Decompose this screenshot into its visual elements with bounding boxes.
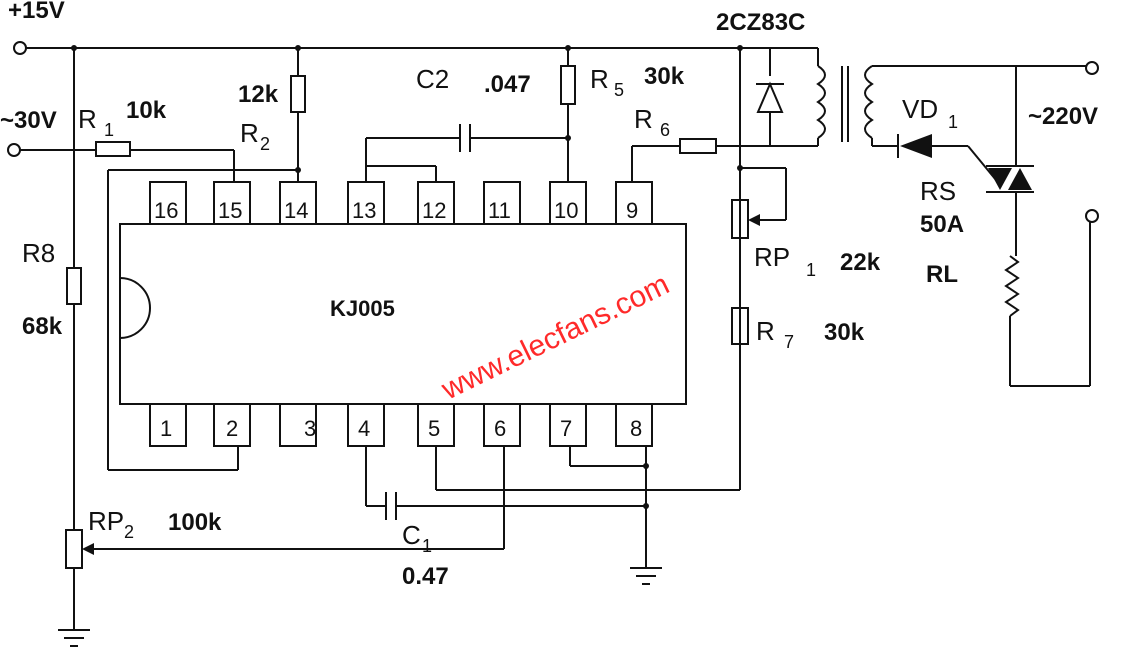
watermark: www.elecfans.com [436,268,675,407]
svg-text:2CZ83C: 2CZ83C [716,9,805,36]
pin-13: 13 [347,181,385,225]
capacitor-c2: C2 .047 [365,64,571,182]
svg-text:RL: RL [926,261,958,288]
svg-text:R: R [240,118,259,148]
svg-text:2: 2 [260,134,270,154]
svg-text:12k: 12k [238,81,279,108]
chip-top-pins: 16 15 14 13 12 11 10 9 [149,181,653,225]
pin-4: 4 [347,403,385,447]
load-rl: RL [926,255,1020,386]
svg-text:C: C [402,520,421,550]
svg-text:RP: RP [754,242,790,272]
svg-text:5: 5 [428,416,440,441]
svg-text:6: 6 [660,120,670,140]
svg-text:4: 4 [358,416,370,441]
svg-text:C2: C2 [416,64,449,94]
svg-text:7: 7 [560,416,572,441]
svg-text:.047: .047 [484,71,531,98]
svg-text:7: 7 [784,332,794,352]
svg-text:1: 1 [104,120,114,140]
pin-1: 1 [149,403,187,447]
svg-text:~220V: ~220V [1028,103,1098,130]
pin-bus-bottom [435,238,741,568]
pin-6: 6 [483,403,521,447]
svg-text:10: 10 [554,198,578,223]
ground-right [630,567,662,585]
svg-text:~30V: ~30V [0,107,57,134]
svg-text:10k: 10k [126,97,167,124]
ac30-input: ~30V [0,107,96,157]
svg-text:30k: 30k [644,63,685,90]
svg-text:50A: 50A [920,211,964,238]
triac-rs: RS 50A [920,66,1034,256]
svg-text:www.elecfans.com: www.elecfans.com [436,268,675,407]
svg-text:R8: R8 [22,238,55,268]
svg-text:14: 14 [284,198,308,223]
svg-text:1: 1 [806,260,816,280]
svg-text:68k: 68k [22,313,63,340]
svg-text:30k: 30k [824,319,865,346]
svg-text:R: R [756,316,775,346]
pin-14: 14 [279,181,317,225]
svg-text:KJ005: KJ005 [330,296,395,321]
resistor-r6: R 6 [631,104,740,182]
svg-text:15: 15 [218,198,242,223]
pin-8: 8 [615,403,653,447]
svg-text:+15V: +15V [8,0,65,24]
pin-15: 15 [213,181,251,225]
svg-text:3: 3 [304,416,316,441]
pulse-transformer [816,48,1016,147]
svg-text:R: R [590,64,609,94]
svg-text:11: 11 [488,198,511,223]
svg-text:0.47: 0.47 [402,563,449,590]
svg-text:22k: 22k [840,249,881,276]
pin-16: 16 [149,181,187,225]
resistor-r7: R 7 30k [731,307,865,352]
pin-7: 7 [549,403,587,447]
svg-text:RS: RS [920,176,956,206]
ground-left [58,629,90,647]
svg-text:12: 12 [422,198,446,223]
pin-9: 9 [615,181,653,225]
pin-5: 5 [417,403,455,447]
pin-12: 12 [417,181,455,225]
svg-text:RP: RP [88,506,124,536]
pin-10: 10 [549,181,587,225]
svg-text:5: 5 [614,80,624,100]
svg-text:1: 1 [160,416,172,441]
svg-text:1: 1 [948,112,958,132]
potentiometer-rp1: RP 1 22k [731,167,881,280]
diode-vd1: VD 1 [897,94,997,181]
pin-2: 2 [213,403,251,447]
svg-text:1: 1 [422,536,432,556]
pin-3: 3 [279,403,317,447]
potentiometer-rp2: RP 2 100k [65,446,505,630]
svg-text:R: R [78,104,97,134]
pin-11: 11 [483,181,521,225]
chip-kj005: KJ005 [119,223,687,405]
svg-text:2: 2 [226,416,238,441]
resistor-r1: R 1 10k [78,97,235,182]
resistor-r5: R 5 30k [560,48,685,182]
plus15-label: +15V [8,0,65,24]
svg-text:100k: 100k [168,509,222,536]
capacitor-c1: C 1 0.47 [365,446,649,590]
resistor-r2: 12k R 2 [238,48,306,182]
svg-text:16: 16 [154,198,178,223]
svg-text:R: R [634,104,653,134]
resistor-r8: R8 68k [22,48,82,530]
pin-bus-top [107,169,298,471]
svg-text:13: 13 [352,198,376,223]
svg-text:8: 8 [630,416,642,441]
svg-text:2: 2 [124,522,134,542]
ac220-terminals: ~220V [1010,61,1099,387]
chip-bottom-pins: 1 2 3 4 5 6 7 8 [149,403,653,447]
svg-text:9: 9 [626,198,638,223]
supply-rail [13,41,743,55]
svg-text:VD: VD [902,94,938,124]
svg-text:6: 6 [494,416,506,441]
